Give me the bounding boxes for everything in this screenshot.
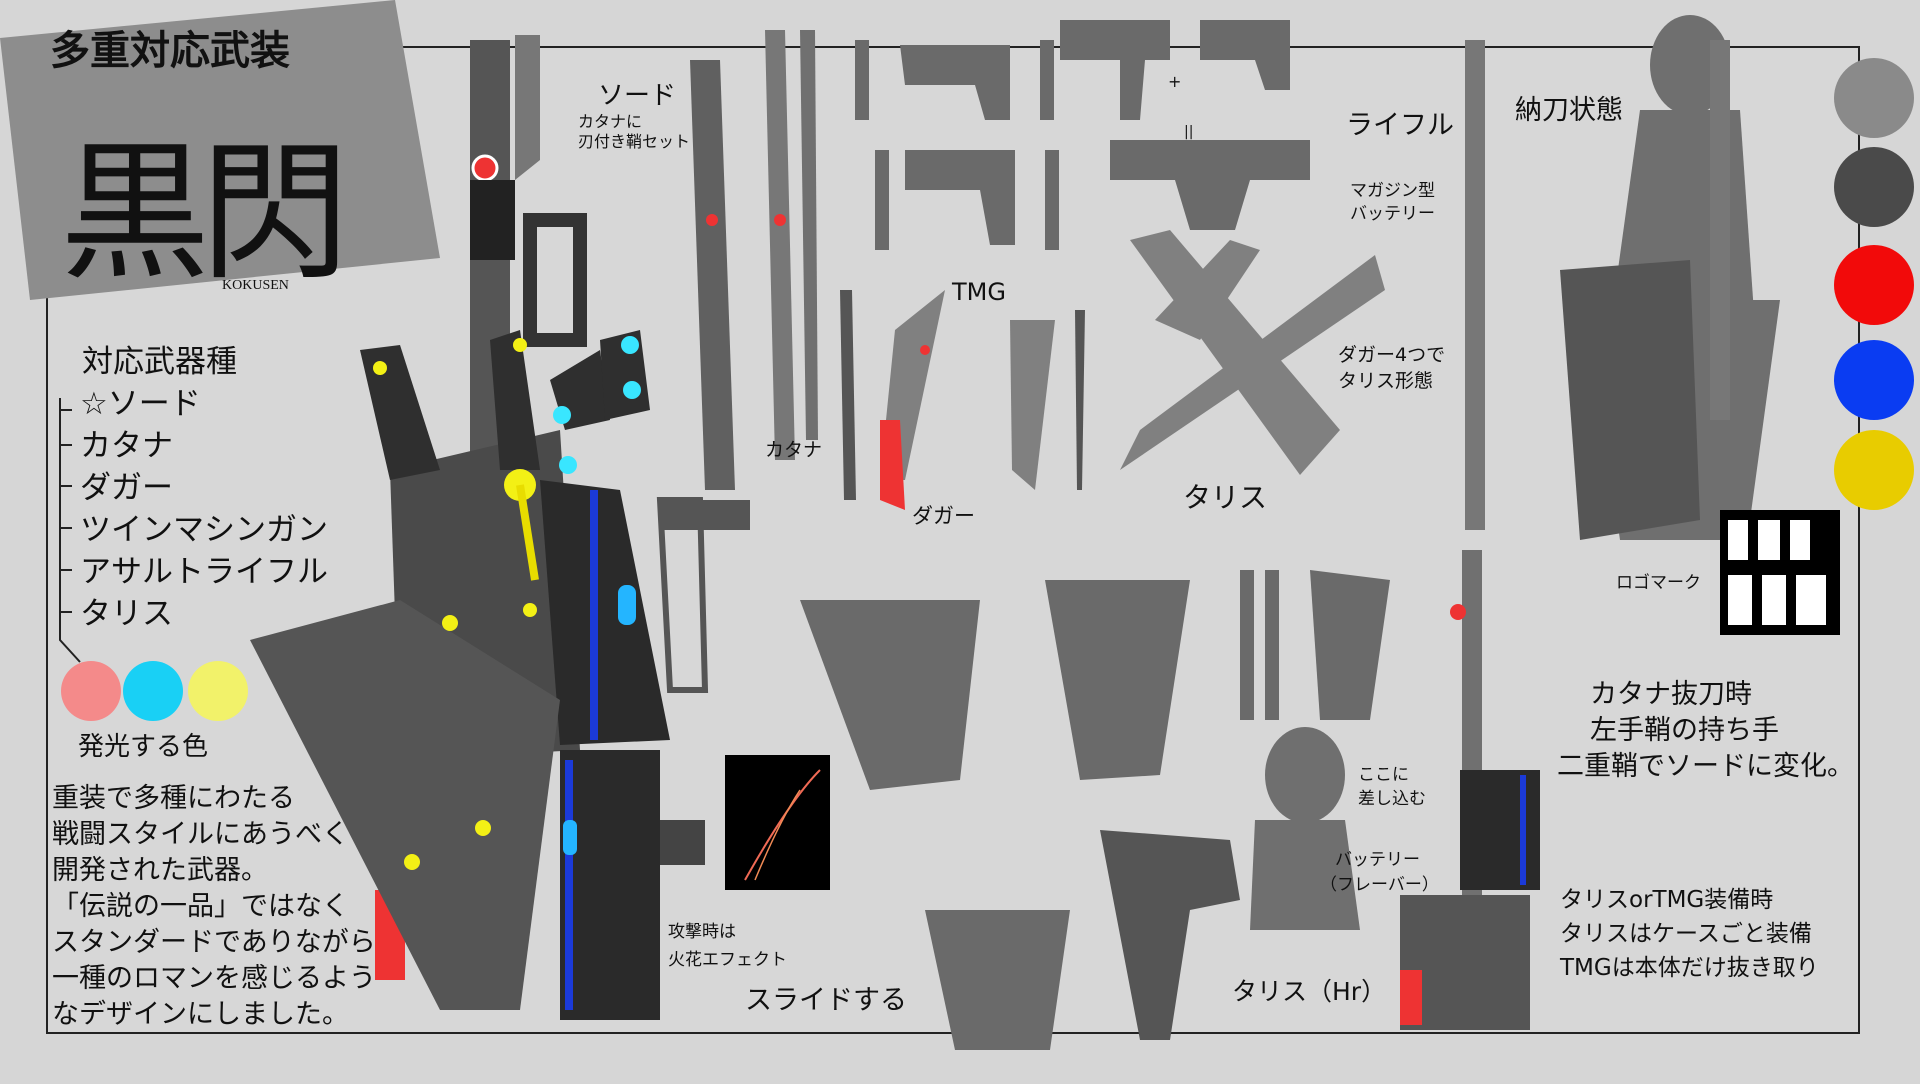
label-tmg: TMG (952, 278, 1006, 306)
label-equip: タリスorTMG装備時 (1560, 887, 1774, 913)
label-dagger-talis: タリス形態 (1338, 370, 1434, 392)
label-rifle: ライフル (1346, 110, 1454, 141)
label-sword-note: カタナに (578, 112, 643, 131)
label-dagger: ダガー (912, 504, 975, 528)
weapon-list-item: カタナ (80, 428, 173, 464)
glow-swatch-pink (61, 661, 121, 721)
slide-parts-illustration (800, 570, 1390, 1050)
list-bracket (59, 398, 81, 663)
weapon-list-heading: 対応武器種 (82, 344, 237, 380)
tmg-illustration (855, 20, 1310, 250)
description-line: スタンダードでありながら (52, 927, 376, 958)
label-sheathed: 納刀状態 (1515, 95, 1623, 126)
label-talis: タリス (1183, 481, 1268, 514)
katana-draw-illustration (1400, 550, 1540, 1030)
label-spark: 攻撃時は (668, 922, 736, 942)
dagger-illustration (840, 290, 1085, 510)
label-slide: スライドする (745, 985, 907, 1016)
weapon-list-item: ダガー (80, 470, 173, 506)
description-line: なデザインにしました。 (52, 999, 349, 1030)
main-weapon-illustration (250, 35, 750, 1020)
glow-swatch-yellow (188, 661, 248, 721)
label-magazine: バッテリー (1350, 204, 1435, 224)
label-spark: 火花エフェクト (668, 950, 787, 970)
description-line: 一種のロマンを感じるよう (52, 963, 376, 994)
talis-hr-illustration (1100, 830, 1240, 1040)
label-equip: TMGは本体だけ抜き取り (1560, 955, 1819, 981)
label-logo-mark: ロゴマーク (1616, 573, 1701, 593)
title-subtitle: 多重対応武装 (50, 27, 290, 74)
title-name: 黒閃 (60, 127, 350, 301)
label-katana: カタナ (765, 439, 823, 461)
weapon-list-item: タリス (80, 596, 173, 632)
label-plus: + (1168, 72, 1182, 91)
label-dagger-talis: ダガー4つで (1338, 344, 1446, 366)
label-sword: ソード (598, 81, 677, 111)
label-katana-draw: 左手鞘の持ち手 (1590, 715, 1779, 746)
label-insert: 差し込む (1358, 789, 1426, 809)
weapon-list-item: ☆ソード (80, 386, 201, 422)
label-battery: バッテリー (1335, 850, 1420, 870)
weapon-list-item: ツインマシンガン (80, 512, 328, 548)
title-romaji: KOKUSEN (222, 278, 289, 293)
rifle-long-illustration (1465, 40, 1485, 530)
label-equals: || (1184, 124, 1194, 140)
description-line: 重装で多種にわたる (52, 783, 295, 814)
label-magazine: マガジン型 (1350, 181, 1435, 201)
weapon-list-item: アサルトライフル (80, 554, 328, 590)
description-line: 「伝説の一品」ではなく (52, 891, 349, 922)
label-katana-draw: 二重鞘でソードに変化。 (1557, 751, 1854, 782)
label-talis-hr: タリス（Hr） (1232, 977, 1387, 1006)
title-card-bg (0, 0, 440, 300)
talis-illustration (1120, 230, 1385, 475)
sword-illustration (690, 30, 818, 490)
glow-swatch-cyan (123, 661, 183, 721)
bust-silhouette (1250, 727, 1360, 930)
color-palette (1834, 58, 1914, 510)
description-line: 開発された武器。 (52, 855, 268, 886)
label-sword-note: 刃付き鞘セット (578, 132, 691, 151)
description-line: 戦闘スタイルにあうべく (52, 819, 349, 850)
label-insert: ここに (1358, 765, 1409, 785)
label-battery: （フレーバー） (1320, 875, 1439, 895)
glow-color-label: 発光する色 (78, 732, 209, 762)
label-katana-draw: カタナ抜刀時 (1590, 679, 1752, 710)
label-equip: タリスはケースごと装備 (1560, 921, 1812, 947)
